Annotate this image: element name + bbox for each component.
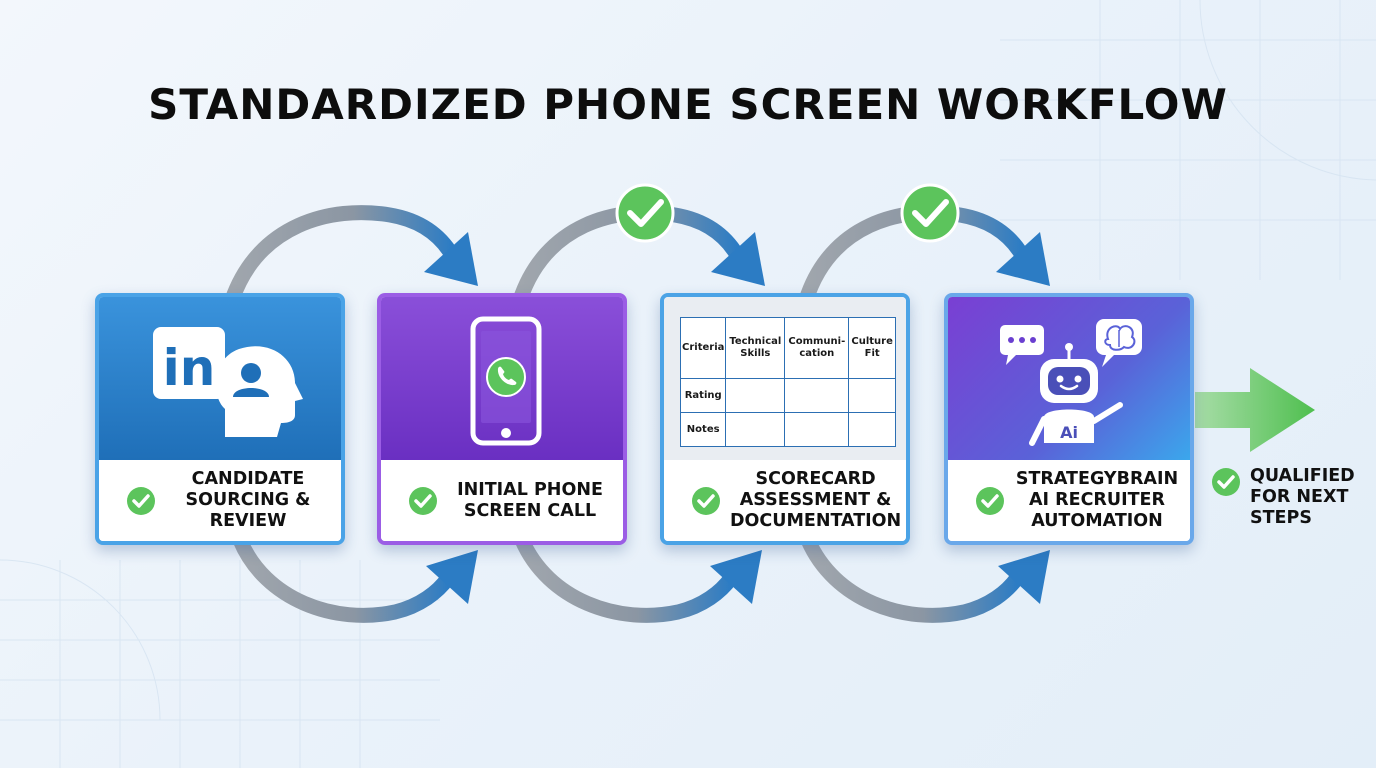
check-icon (409, 486, 437, 515)
scorecard-cell (725, 412, 786, 447)
bottom-arc-3 (800, 532, 1050, 623)
check-icon (692, 486, 720, 515)
scorecard-row-header: Notes (679, 412, 727, 447)
final-step-label: QUALIFIED FOR NEXT STEPS (1250, 466, 1355, 528)
scorecard-column-header: Technical Skills (725, 316, 786, 380)
svg-text:Ai: Ai (1060, 423, 1078, 442)
check-icon (976, 486, 1004, 515)
step-card-scorecard: Criteria Technical Skills Communi-cation… (660, 293, 910, 545)
next-step-arrow (1195, 368, 1315, 452)
check-icon (900, 183, 960, 243)
bottom-arc-2 (514, 532, 762, 623)
step-label: SCORECARD ASSESSMENT & DOCUMENTATION (730, 469, 902, 531)
scorecard-cell (725, 378, 786, 414)
brain-icon (1096, 319, 1142, 367)
final-step: QUALIFIED FOR NEXT STEPS (1212, 466, 1362, 529)
scorecard-cell (784, 378, 850, 414)
page-title: STANDARDIZED PHONE SCREEN WORKFLOW (148, 80, 1228, 129)
scorecard-cell (848, 412, 896, 447)
scorecard-column-header: Communi-cation (784, 316, 850, 380)
scorecard-cell (784, 412, 850, 447)
step-card-ai-automation: Ai STRATEGYBRAIN AI RECRUITER AUTOMATION (944, 293, 1194, 545)
scorecard-cell (848, 378, 896, 414)
step-card-phone-screen: INITIAL PHONE SCREEN CALL (377, 293, 627, 545)
check-icon (1212, 468, 1240, 496)
check-icon (615, 183, 675, 243)
scorecard-corner: Criteria (679, 316, 727, 380)
step-card-sourcing: in CANDIDATE SOURCING & REVIEW (95, 293, 345, 545)
scorecard-column-header: Culture Fit (848, 316, 896, 380)
chat-bubble-icon (1000, 325, 1044, 365)
top-arc-1 (224, 205, 478, 308)
ai-robot-icon: Ai (1000, 319, 1142, 446)
scorecard-table: Criteria Technical Skills Communi-cation… (679, 316, 896, 447)
step-illustration: in (99, 297, 341, 460)
scorecard-row-header: Rating (679, 378, 727, 414)
bottom-arc-1 (232, 532, 478, 623)
step-label: INITIAL PHONE SCREEN CALL (457, 479, 603, 521)
step-illustration: Ai (948, 297, 1190, 460)
svg-text:in: in (163, 339, 216, 397)
phone-call-icon (470, 316, 542, 446)
step-illustration (381, 297, 623, 460)
step-illustration: Criteria Technical Skills Communi-cation… (664, 297, 906, 460)
step-label: STRATEGYBRAIN AI RECRUITER AUTOMATION (1015, 469, 1179, 531)
linkedin-profile-icon: in (153, 327, 303, 437)
step-label: CANDIDATE SOURCING & REVIEW (185, 469, 311, 531)
check-icon (127, 486, 155, 515)
